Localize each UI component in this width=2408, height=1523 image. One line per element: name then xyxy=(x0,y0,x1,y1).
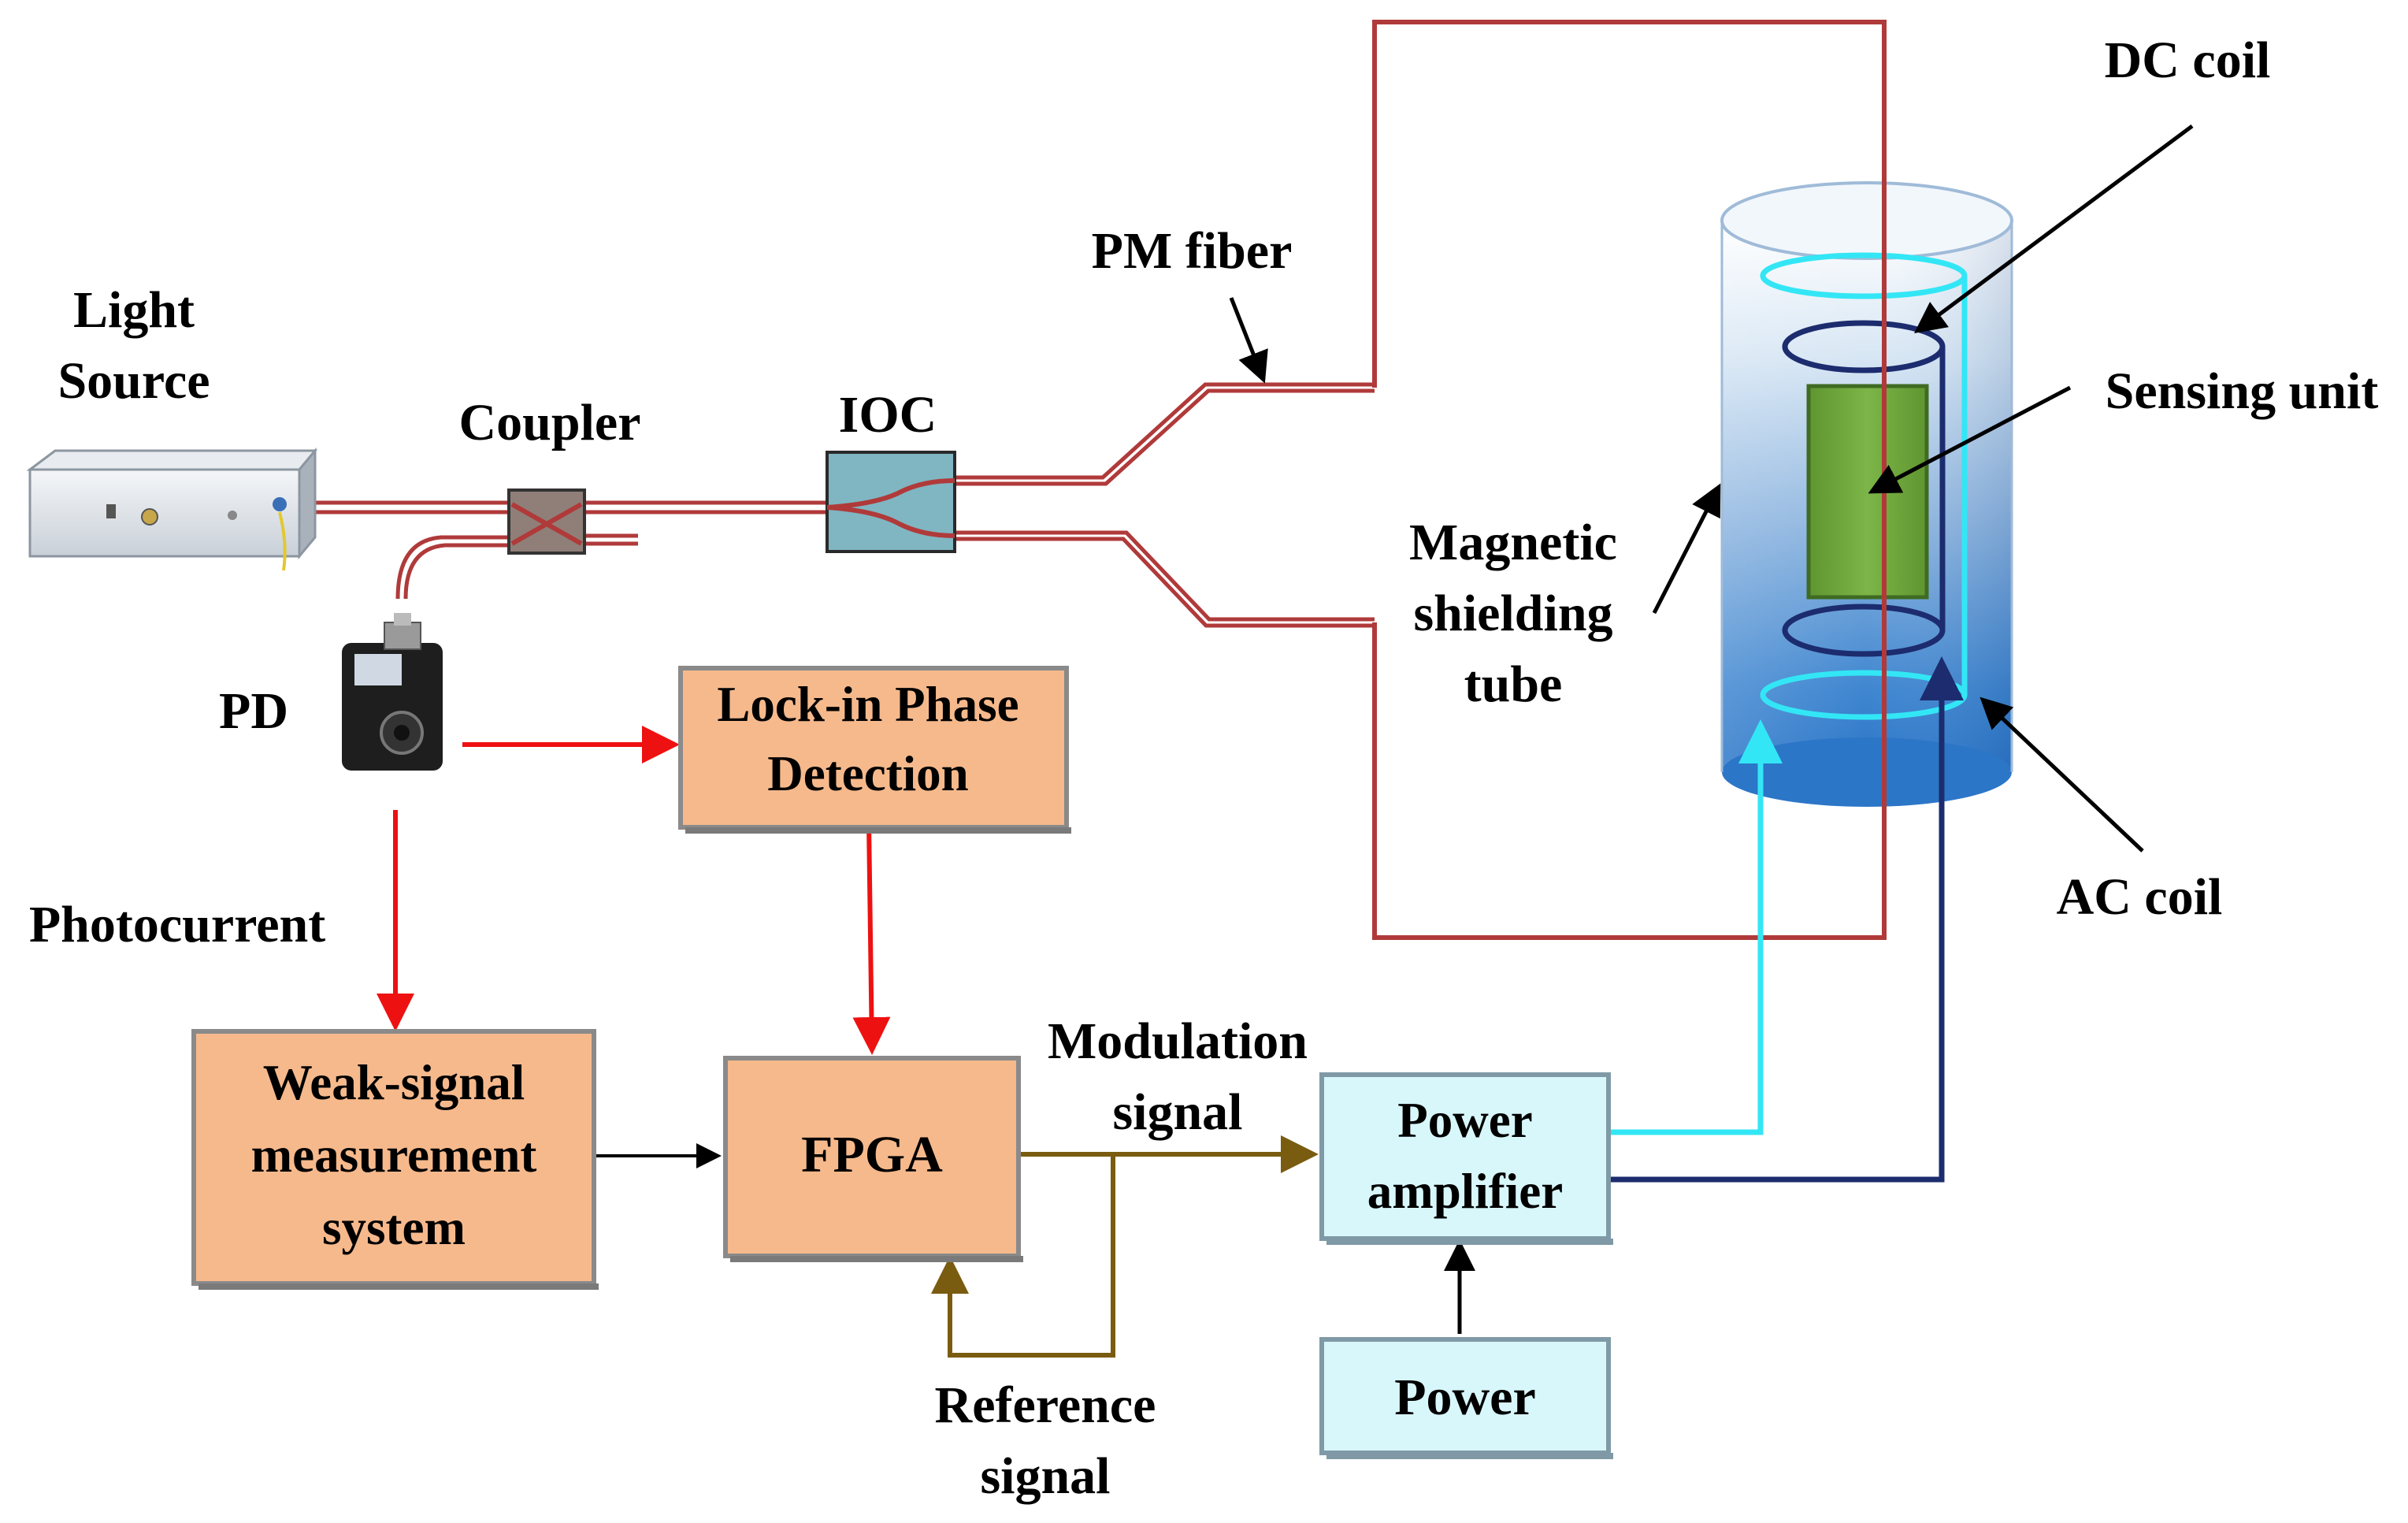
fpga-box: FPGA xyxy=(723,1056,1023,1262)
fiber-paths xyxy=(311,20,1887,940)
lock-in-label-line1: Lock-in Phase xyxy=(717,677,1018,732)
light-source-label-line1: Light xyxy=(73,281,195,339)
modulation-signal-label-line1: Modulation xyxy=(1048,1012,1308,1070)
lock-in-phase-detection-box: Lock-in Phase Detection xyxy=(678,666,1071,834)
lock-in-label-line2: Detection xyxy=(767,746,968,801)
modulation-signal-lines xyxy=(931,1135,1319,1358)
ac-coil-label: AC coil xyxy=(2057,868,2223,926)
fpga-label: FPGA xyxy=(801,1126,943,1183)
weak-signal-label-line3: system xyxy=(322,1200,466,1255)
weak-signal-label-line1: Weak-signal xyxy=(263,1055,525,1110)
magnetic-shielding-label-line3: tube xyxy=(1464,656,1563,713)
power-amplifier-label-line1: Power xyxy=(1397,1093,1532,1148)
magnetic-shielding-label-line2: shielding xyxy=(1413,585,1612,642)
ac-coil-drive-line xyxy=(1609,719,1783,1135)
weak-signal-label-line2: measurement xyxy=(251,1127,537,1183)
dc-coil-drive-line xyxy=(1609,656,1964,1183)
reference-signal-label-line1: Reference xyxy=(935,1376,1156,1434)
coupler xyxy=(507,488,586,555)
pd-device xyxy=(342,613,443,771)
pm-fiber-label: PM fiber xyxy=(1092,222,1293,280)
power-amplifier-label-line2: amplifier xyxy=(1367,1164,1563,1219)
light-source-label-line2: Source xyxy=(58,352,210,410)
weak-signal-measurement-box: Weak-signal measurement system xyxy=(191,1029,599,1290)
sensing-unit-block xyxy=(1806,384,1929,600)
photocurrent-arrows xyxy=(377,726,891,1055)
pd-label: PD xyxy=(219,682,288,740)
photocurrent-label: Photocurrent xyxy=(29,896,325,953)
power-amplifier-box: Power amplifier xyxy=(1319,1072,1613,1245)
power-label: Power xyxy=(1394,1369,1536,1426)
dc-coil-label: DC coil xyxy=(2105,32,2271,89)
reference-signal-label-line2: signal xyxy=(980,1447,1110,1505)
ioc xyxy=(826,451,956,553)
power-box: Power xyxy=(1319,1337,1613,1459)
magnetic-shielding-label-line1: Magnetic xyxy=(1409,514,1617,571)
light-source-device xyxy=(26,447,318,571)
pointer-lines xyxy=(1229,124,2194,853)
sensing-unit-label: Sensing unit xyxy=(2106,362,2379,420)
ioc-label: IOC xyxy=(839,386,937,444)
modulation-signal-label-line2: signal xyxy=(1112,1083,1242,1141)
coupler-label: Coupler xyxy=(459,394,641,451)
